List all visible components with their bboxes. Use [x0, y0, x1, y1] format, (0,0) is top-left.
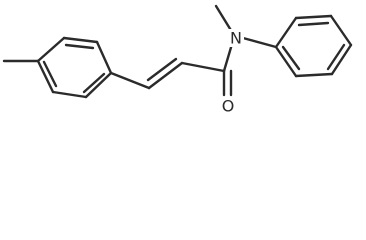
- aryl-vinyl-bond: [109, 71, 151, 90]
- alkene-double-bond: [146, 57, 184, 90]
- nitrogen-label-bg: [228, 29, 244, 47]
- phenyl-ring: [274, 14, 353, 78]
- n-methyl-bond: [214, 4, 234, 34]
- nitrogen-atom-label: N: [230, 29, 242, 48]
- tolyl-ring: [36, 36, 113, 99]
- vinyl-carbonyl-bond: [180, 61, 226, 73]
- carbonyl-double-bond: [222, 69, 233, 97]
- oxygen-label-bg: [220, 97, 236, 116]
- carbonyl-nitrogen-bond: [222, 42, 234, 73]
- molecule-structure: N O: [2, 4, 353, 116]
- n-phenyl-bond: [241, 36, 278, 49]
- oxygen-atom-label: O: [222, 97, 235, 116]
